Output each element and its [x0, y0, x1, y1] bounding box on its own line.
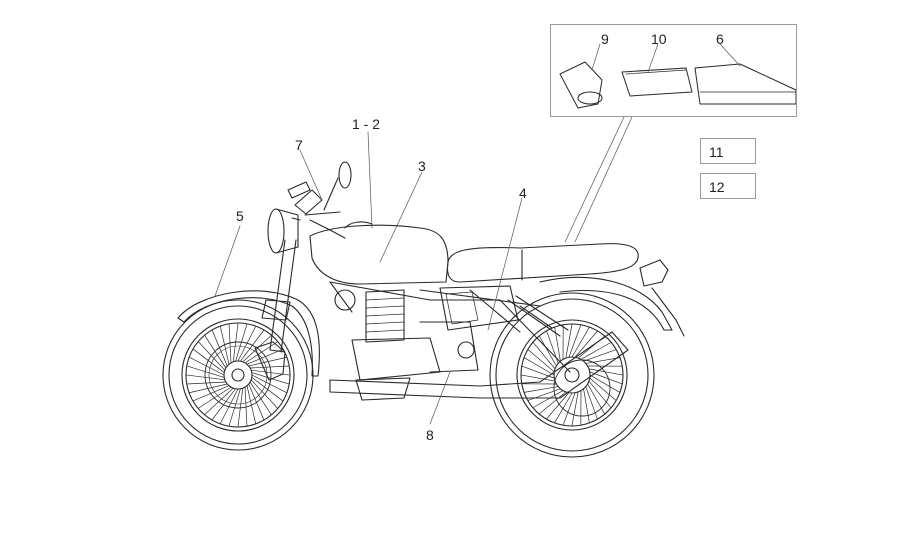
- front-fork: [261, 239, 297, 353]
- headlamp: [267, 208, 301, 254]
- callout-3: 3: [418, 158, 426, 174]
- part-box-11: 11: [700, 138, 756, 164]
- front-wheel: [162, 299, 314, 451]
- callout-5: 5: [236, 208, 244, 224]
- accessory-inset-box: [550, 24, 797, 117]
- side-panel: [439, 285, 519, 331]
- callout-8: 8: [426, 427, 434, 443]
- callout-7: 7: [295, 137, 303, 153]
- exhaust: [329, 331, 629, 399]
- inset-items: [559, 61, 797, 109]
- rear-shock: [507, 295, 569, 337]
- callout-4: 4: [519, 185, 527, 201]
- callout-6: 6: [716, 31, 724, 47]
- callout-9: 9: [601, 31, 609, 47]
- frame: [329, 281, 571, 373]
- leader-lines: [214, 43, 741, 425]
- part-box-12: 12: [700, 173, 756, 199]
- rear-wheel: [489, 292, 655, 458]
- callout-1-2: 1 - 2: [352, 116, 381, 132]
- callout-10: 10: [651, 31, 667, 47]
- seat: [446, 243, 639, 283]
- handlebar-mirror: [287, 161, 352, 239]
- engine: [334, 289, 479, 401]
- rear-mudguard: [539, 276, 673, 331]
- front-mudguard: [177, 290, 320, 377]
- fuel-tank: [309, 224, 449, 285]
